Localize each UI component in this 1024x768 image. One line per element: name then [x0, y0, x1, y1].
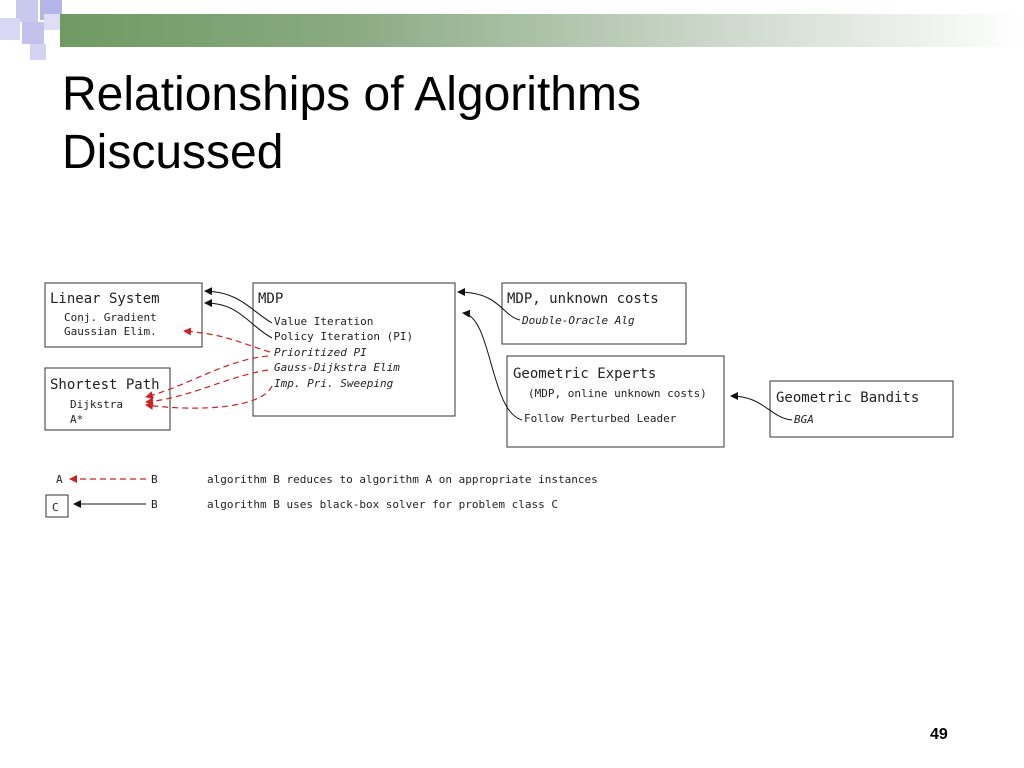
- slide-title-line-1: Relationships of Algorithms: [62, 68, 641, 121]
- reduction-arrows: [145, 327, 273, 410]
- box-geometric-experts: Geometric Experts (MDP, online unknown c…: [506, 355, 725, 448]
- box-linear-system-title: Linear System: [50, 291, 160, 307]
- legend-class-box: [45, 494, 69, 518]
- solver-arrows: [204, 287, 793, 421]
- slide-title: Relationships of Algorithms Discussed: [62, 66, 962, 182]
- box-mdp-unknown-costs-title: MDP, unknown costs: [507, 291, 659, 307]
- box-mdp-unknown-costs: MDP, unknown costs Double-Oracle Alg: [501, 282, 687, 345]
- corner-square-1: [16, 0, 38, 22]
- legend-reduction: A B algorithm B reduces to algorithm A o…: [56, 473, 598, 486]
- legend-blackbox-b-label: B: [151, 498, 158, 511]
- box-geometric-experts-item-1: Follow Perturbed Leader: [524, 412, 677, 425]
- slide-title-line-2: Discussed: [62, 126, 284, 179]
- box-mdp-item-1: Value Iteration: [274, 315, 373, 328]
- box-geometric-bandits-title: Geometric Bandits: [776, 390, 919, 406]
- box-shortest-path-item-2: A*: [70, 413, 83, 426]
- arrow-follow-perturbed-leader-to-mdp: [462, 309, 523, 421]
- arrow-double-oracle-to-mdp: [457, 288, 521, 321]
- page-number: 49: [930, 726, 948, 743]
- box-shortest-path-item-1: Dijkstra: [70, 398, 123, 411]
- box-mdp-unknown-costs-item-1: Double-Oracle Alg: [521, 314, 635, 327]
- corner-square-4: [22, 22, 44, 44]
- arrow-gauss-dijkstra-to-dijkstra: [145, 369, 269, 406]
- legend: A B algorithm B reduces to algorithm A o…: [45, 473, 598, 518]
- corner-square-3: [0, 18, 20, 40]
- box-geometric-experts-title: Geometric Experts: [513, 366, 656, 382]
- legend-reduction-a-label: A: [56, 473, 63, 486]
- legend-blackbox: C B algorithm B uses black-box solver fo…: [45, 494, 558, 518]
- box-mdp-item-5: Imp. Pri. Sweeping: [274, 377, 394, 390]
- legend-blackbox-text: algorithm B uses black-box solver for pr…: [207, 498, 558, 511]
- box-mdp-item-2: Policy Iteration (PI): [274, 330, 413, 343]
- arrow-value-iteration-to-linear-system: [204, 287, 273, 324]
- arrow-prioritized-pi-to-gaussian-elim: [183, 327, 271, 353]
- legend-blackbox-c-label: C: [52, 501, 59, 514]
- box-linear-system: Linear System Conj. Gradient Gaussian El…: [44, 282, 203, 348]
- box-mdp-title: MDP: [258, 291, 283, 307]
- arrow-bga-to-geometric-experts: [730, 392, 793, 421]
- box-mdp-item-4: Gauss-Dijkstra Elim: [274, 361, 400, 374]
- box-geometric-bandits: Geometric Bandits BGA: [769, 380, 954, 438]
- box-linear-system-item-2: Gaussian Elim.: [64, 325, 157, 338]
- arrow-prioritized-pi-to-dijkstra: [145, 355, 269, 400]
- arrow-policy-iteration-to-linear-system: [204, 299, 273, 339]
- box-mdp-item-3: Prioritized PI: [274, 346, 367, 359]
- box-mdp: MDP Value Iteration Policy Iteration (PI…: [252, 282, 456, 417]
- arrow-imp-pri-sweeping-to-dijkstra: [145, 385, 273, 410]
- box-geometric-bandits-item-1: BGA: [794, 413, 814, 426]
- legend-reduction-b-label: B: [151, 473, 158, 486]
- box-geometric-experts-subtitle: (MDP, online unknown costs): [528, 387, 707, 400]
- box-shortest-path-title: Shortest Path: [50, 377, 160, 393]
- corner-square-5: [44, 14, 60, 30]
- box-linear-system-item-1: Conj. Gradient: [64, 311, 157, 324]
- box-shortest-path: Shortest Path Dijkstra A*: [44, 367, 171, 431]
- corner-square-6: [30, 44, 46, 60]
- legend-reduction-text: algorithm B reduces to algorithm A on ap…: [207, 473, 598, 486]
- header-band: [60, 14, 1024, 47]
